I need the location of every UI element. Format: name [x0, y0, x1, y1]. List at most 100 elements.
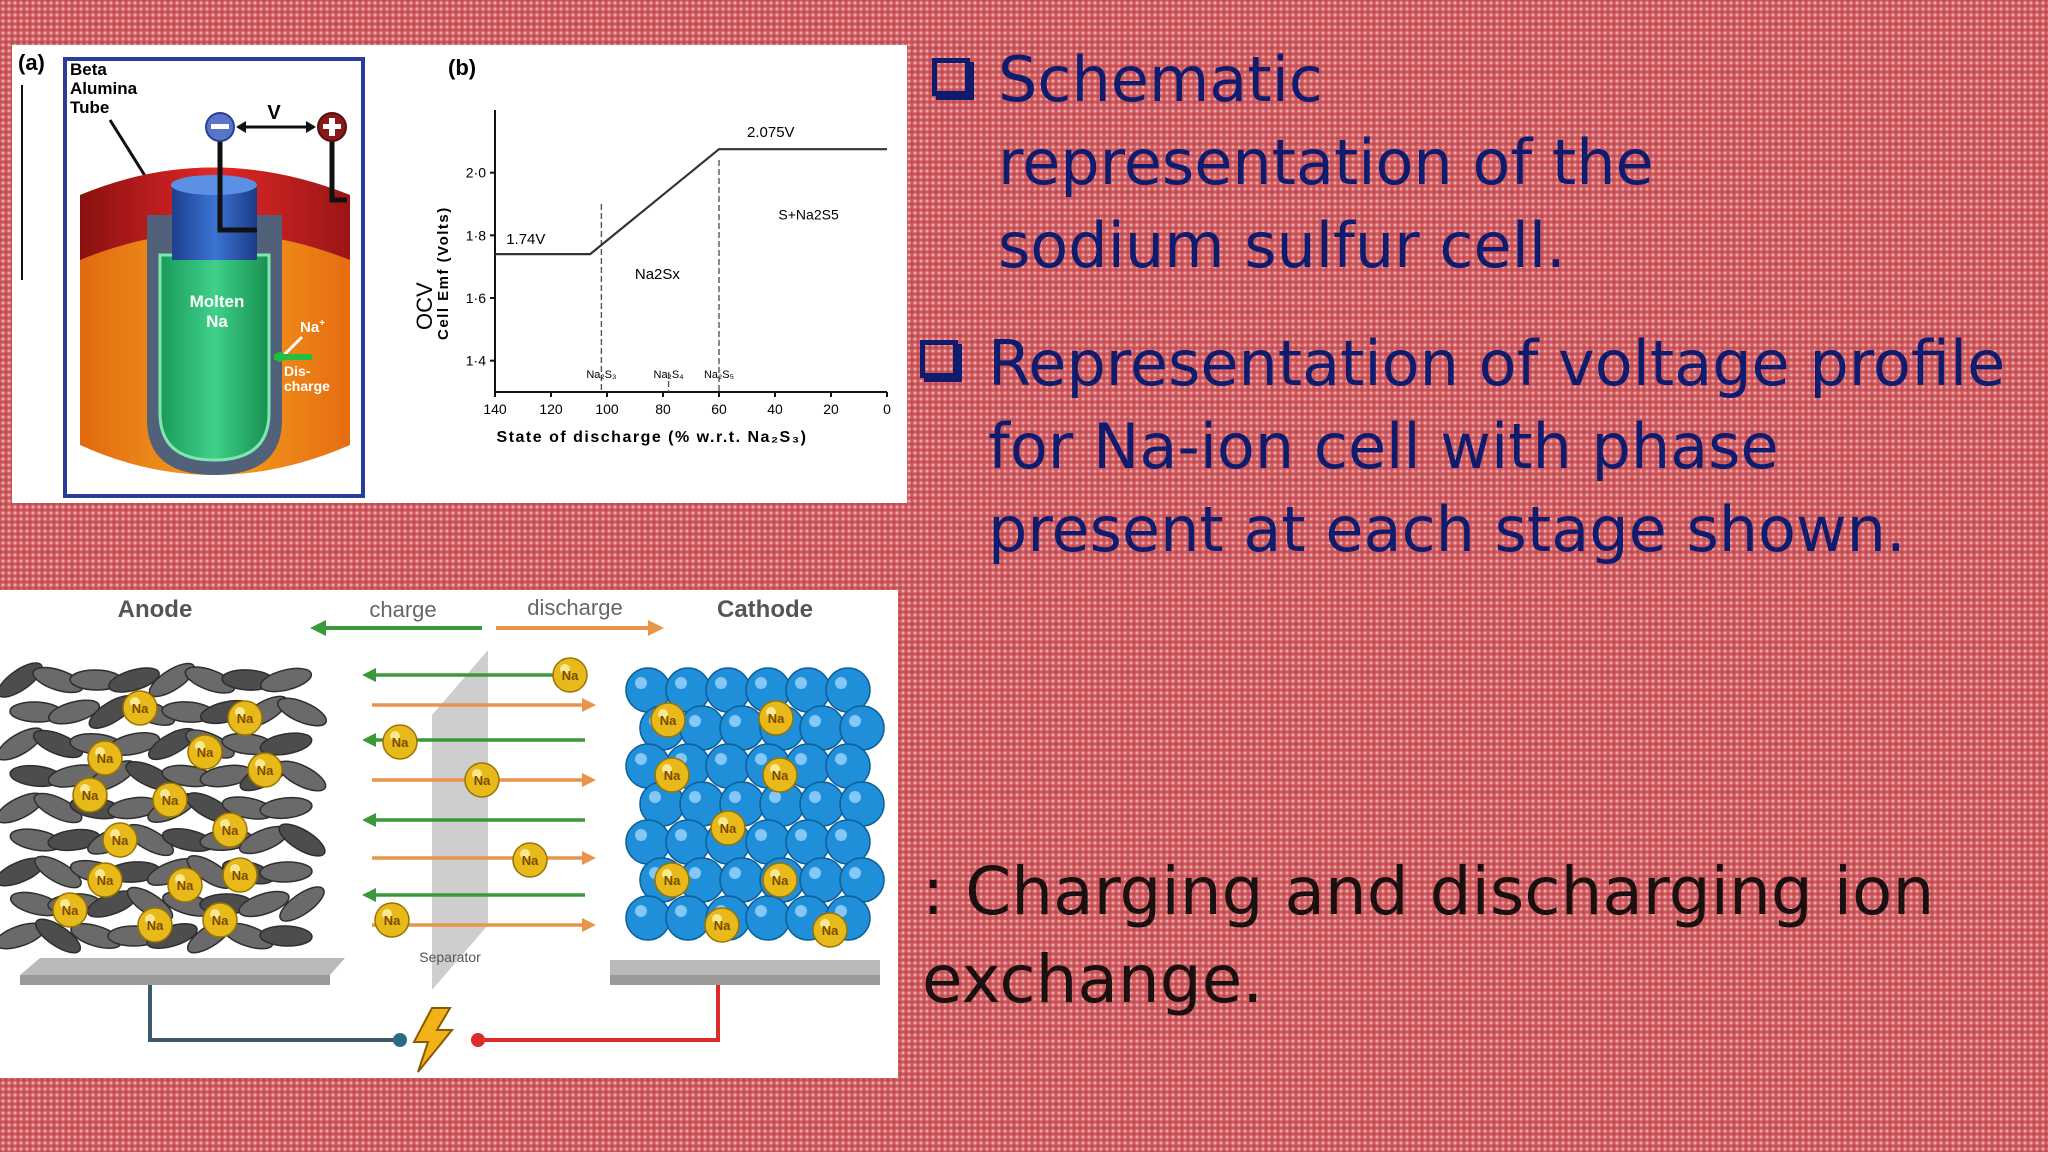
sodium-ion-label: Na	[720, 821, 737, 836]
external-wire-right	[480, 985, 720, 1042]
sphere-highlight	[689, 867, 701, 879]
graphite-flake	[279, 886, 325, 922]
sodium-ion-label: Na	[562, 668, 579, 683]
sphere-highlight	[835, 677, 847, 689]
separator-label: Separator	[419, 949, 481, 965]
cell-frame	[63, 57, 365, 498]
x-axis-label: State of discharge (% w.r.t. Na₂S₃)	[497, 429, 808, 446]
arrowhead-right-icon	[582, 698, 596, 712]
voltage-arrow-right-icon	[306, 121, 316, 133]
ion-highlight	[175, 874, 185, 884]
ion-highlight	[110, 829, 120, 839]
bullet-voltage-profile: Representation of voltage profile for Na…	[988, 327, 2006, 566]
ion-dot-icon	[275, 352, 285, 362]
x-tick-label: 80	[655, 401, 671, 417]
sphere-highlight	[729, 715, 741, 727]
graphite-flake	[259, 861, 313, 883]
ion-highlight	[520, 849, 530, 859]
ion-exchange-svg: Anode Cathode charge discharge Separator…	[0, 595, 885, 1073]
charge-arrowhead-icon	[310, 620, 326, 636]
sphere-highlight	[849, 715, 861, 727]
minus-sign-icon	[211, 124, 229, 129]
ion-highlight	[95, 869, 105, 879]
sphere-highlight	[795, 753, 807, 765]
sphere-highlight	[835, 905, 847, 917]
ion-highlight	[210, 909, 220, 919]
graphite-flake	[277, 697, 327, 727]
sphere-highlight	[755, 677, 767, 689]
sphere-highlight	[675, 677, 687, 689]
sodium-ion-label: Na	[82, 788, 99, 803]
sodium-ion-label: Na	[714, 918, 731, 933]
sphere-highlight	[755, 905, 767, 917]
ion-highlight	[662, 869, 672, 879]
cathode-sphere	[625, 895, 671, 941]
sodium-ion-label: Na	[822, 923, 839, 938]
sphere-highlight	[849, 791, 861, 803]
arrowhead-left-icon	[362, 668, 376, 682]
na-ion-label: Na+	[300, 318, 325, 336]
sodium-ion-label: Na	[237, 711, 254, 726]
ion-highlight	[472, 769, 482, 779]
sodium-ion-label: Na	[384, 913, 401, 928]
sphere-highlight	[809, 867, 821, 879]
sphere-highlight	[755, 829, 767, 841]
bullet-box-icon	[932, 58, 970, 96]
sphere-highlight	[649, 791, 661, 803]
sphere-highlight	[809, 791, 821, 803]
graphite-flake	[108, 667, 160, 693]
cathode-sphere	[745, 895, 791, 941]
cathode-base-edge	[610, 975, 880, 985]
annotation-174v: 1.74V	[506, 231, 545, 248]
ion-highlight	[770, 764, 780, 774]
phase-marker-label: Na₂S₄	[654, 369, 685, 381]
sphere-highlight	[715, 753, 727, 765]
caption-ion-exchange: : Charging and discharging ion exchange.	[922, 853, 1935, 1018]
ion-exchange-figure: Anode Cathode charge discharge Separator…	[0, 590, 898, 1078]
wire-node-right-icon	[471, 1033, 485, 1047]
arrowhead-right-icon	[582, 918, 596, 932]
ion-highlight	[560, 664, 570, 674]
sphere-highlight	[769, 791, 781, 803]
x-tick-label: 0	[883, 401, 891, 417]
molten-label-1: Molten	[190, 292, 245, 311]
discharge-label: discharge	[527, 595, 622, 620]
ion-highlight	[390, 731, 400, 741]
sphere-highlight	[635, 905, 647, 917]
discharge-label-2: charge	[284, 378, 330, 394]
ion-highlight	[662, 764, 672, 774]
discharge-label-1: Dis-	[284, 363, 311, 379]
graphite-flake	[33, 792, 83, 824]
sphere-highlight	[689, 715, 701, 727]
sodium-ion-label: Na	[474, 773, 491, 788]
voltage-label: V	[267, 102, 281, 124]
ion-highlight	[220, 819, 230, 829]
sphere-highlight	[635, 829, 647, 841]
graphite-flake	[0, 662, 43, 698]
graphite-flake	[259, 667, 313, 693]
bullet-schematic: Schematic representation of the sodium s…	[998, 43, 1654, 282]
phase-marker-label: Na₂S₃	[586, 369, 616, 381]
sodium-ion-label: Na	[132, 701, 149, 716]
sphere-highlight	[809, 715, 821, 727]
collector-top	[171, 175, 257, 195]
graphite-flake	[34, 918, 82, 954]
voltage-profile-chart: (b) OCV Cell Emf (Volts) State of discha…	[412, 55, 891, 446]
sodium-ion-label: Na	[197, 745, 214, 760]
graphite-flake	[32, 729, 84, 759]
anode-base	[20, 958, 345, 975]
sodium-ion-label: Na	[522, 853, 539, 868]
sodium-ion-label: Na	[177, 878, 194, 893]
ion-pointer	[282, 335, 304, 357]
lightning-icon	[412, 1007, 455, 1073]
y-tick-label: 1·6	[466, 290, 486, 306]
wire-node-left-icon	[393, 1033, 407, 1047]
sodium-ion-label: Na	[392, 735, 409, 750]
ocv-label: OCV	[412, 282, 437, 330]
ion-highlight	[718, 817, 728, 827]
graphite-flake	[278, 823, 326, 857]
phase-marker-label: Na₂S₅	[704, 369, 734, 381]
sphere-highlight	[675, 829, 687, 841]
cathode-label: Cathode	[717, 596, 813, 623]
